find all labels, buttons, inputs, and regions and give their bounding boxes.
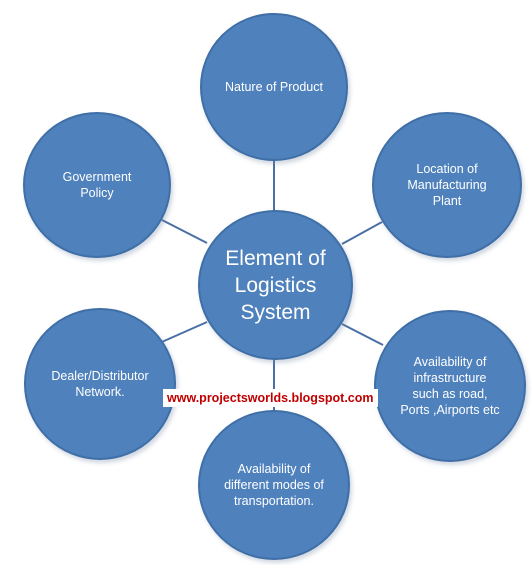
node-modes-of-transportation-label: Availability of different modes of trans…: [224, 462, 324, 508]
node-government-policy: Government Policy: [23, 112, 171, 258]
node-dealer-distributor-network: Dealer/Distributor Network.: [24, 308, 176, 460]
node-modes-of-transportation: Availability of different modes of trans…: [198, 410, 350, 560]
connector-lower-left: [154, 321, 208, 346]
node-location-of-plant: Location of Manufacturing Plant: [372, 112, 522, 258]
node-infrastructure: Availability of infrastructure such as r…: [374, 310, 526, 462]
node-location-of-plant-label: Location of Manufacturing Plant: [407, 162, 487, 208]
node-government-policy-label: Government Policy: [62, 170, 132, 200]
center-title: Element of Logistics System: [225, 246, 326, 324]
node-nature-of-product-label: Nature of Product: [225, 80, 323, 94]
connector-lower-right: [341, 323, 384, 346]
node-nature-of-product: Nature of Product: [200, 13, 348, 161]
watermark-url: www.projectsworlds.blogspot.com: [163, 389, 378, 407]
connector-upper-left: [161, 219, 208, 244]
node-center-element-of-logistics: Element of Logistics System: [198, 210, 353, 360]
node-dealer-distributor-network-label: Dealer/Distributor Network.: [51, 369, 149, 399]
node-infrastructure-label: Availability of infrastructure such as r…: [400, 355, 500, 417]
connector-upper-right: [341, 221, 383, 245]
